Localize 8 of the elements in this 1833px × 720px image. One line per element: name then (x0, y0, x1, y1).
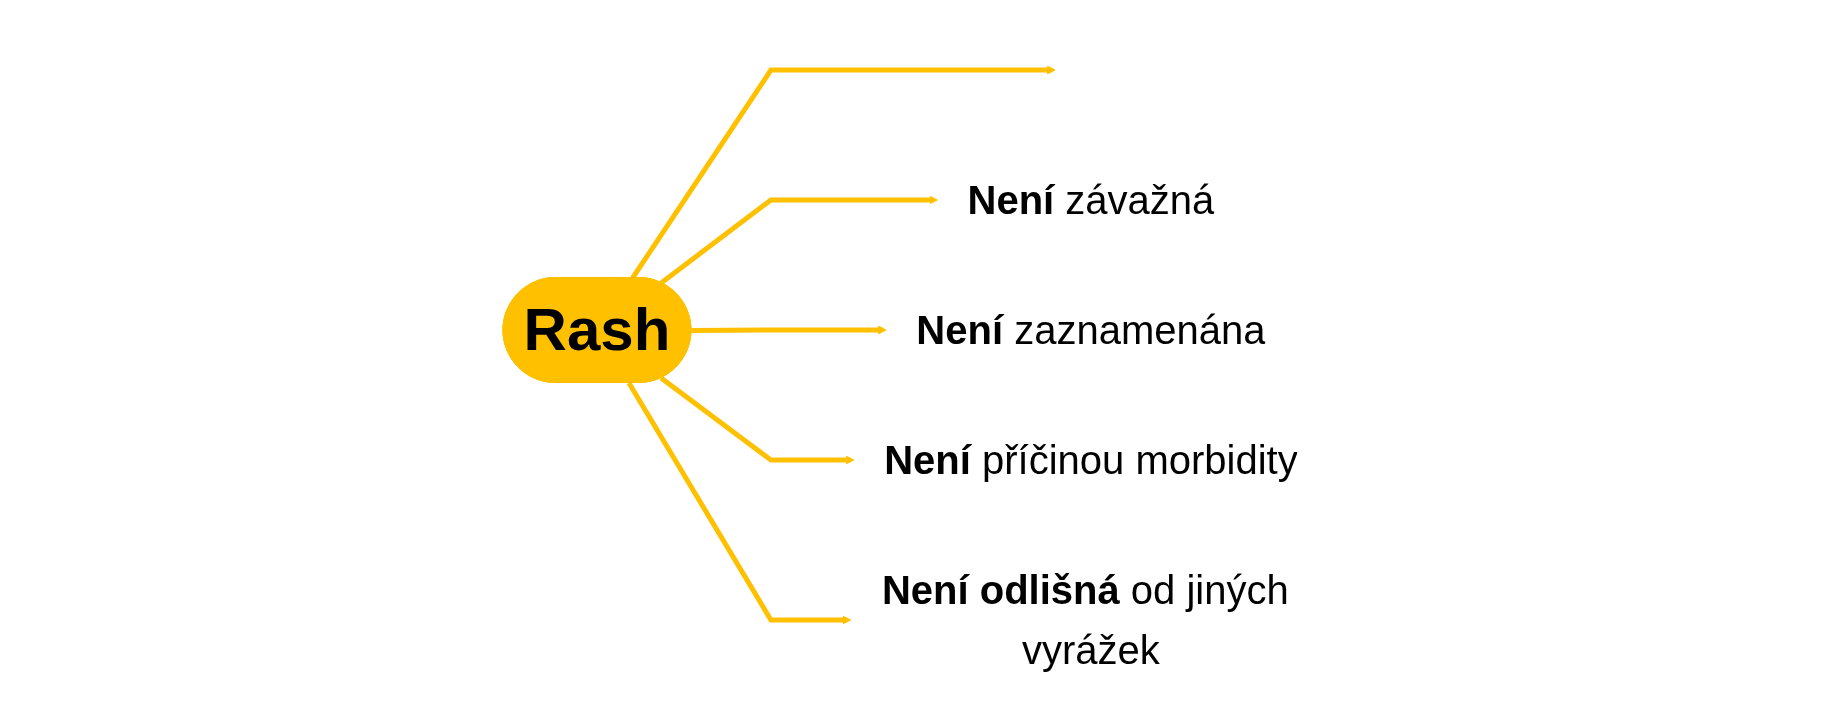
arrow (659, 195, 938, 285)
node-text: Není závažná (967, 178, 1214, 222)
arrow (690, 325, 887, 335)
node-text: Není příčinou morbidity (883, 437, 1298, 482)
arrow (626, 381, 851, 625)
node-text: Není odlišná od jiných vyrážek (881, 567, 1289, 672)
node-text: Není zaznamenána (915, 307, 1265, 352)
arrow (659, 376, 855, 465)
